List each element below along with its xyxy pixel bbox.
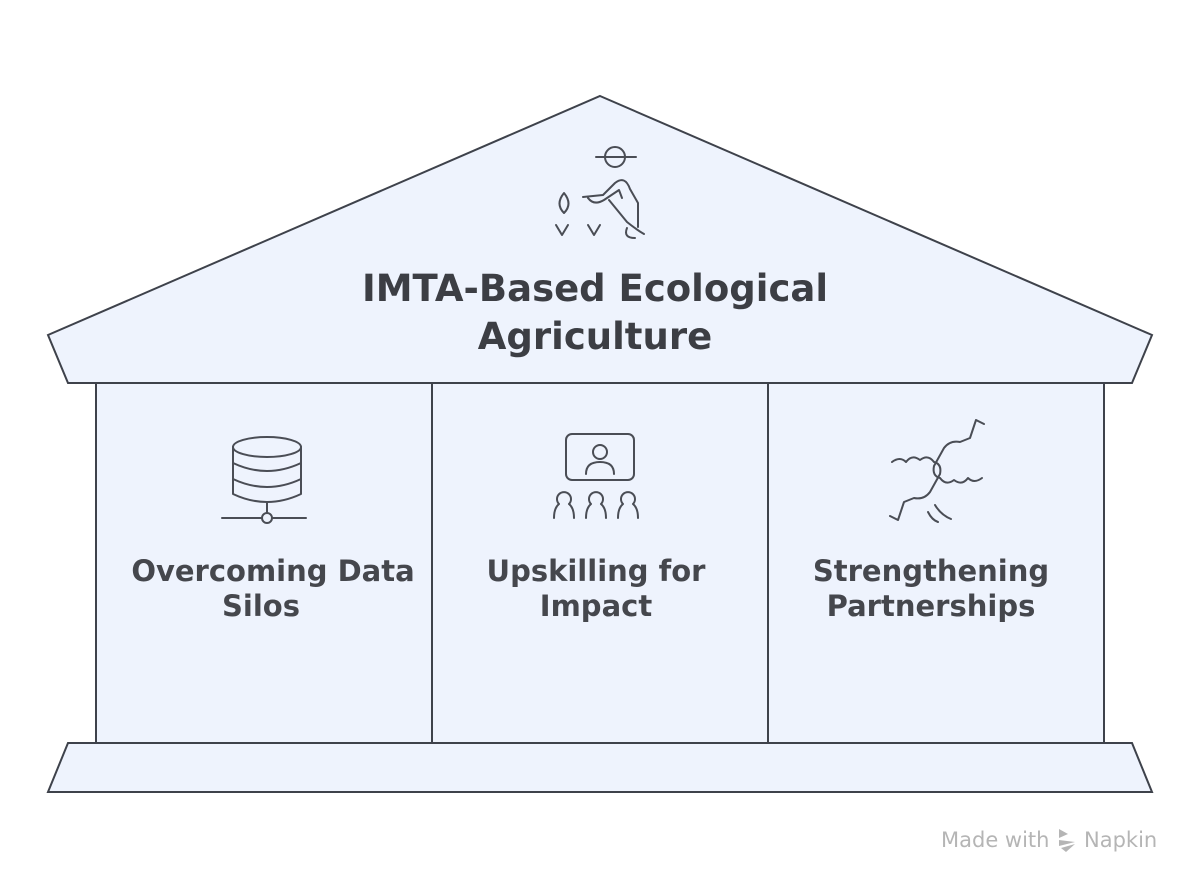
pillar-3-line-1: Strengthening <box>813 554 1049 588</box>
title-line-1: IMTA-Based Ecological <box>362 267 828 310</box>
pillar-3 <box>767 382 1105 744</box>
pillar-2-line-2: Impact <box>540 589 653 623</box>
presentation-audience-icon <box>553 433 639 519</box>
pillar-1 <box>95 382 433 744</box>
base <box>46 742 1154 793</box>
pillar-2-line-1: Upskilling for <box>487 554 707 588</box>
database-icon <box>221 436 307 524</box>
watermark-brand: Napkin <box>1084 828 1157 852</box>
title-line-2: Agriculture <box>478 315 712 358</box>
watermark: Made with Napkin <box>941 828 1157 852</box>
farmer-planting-icon <box>555 146 645 239</box>
pillar-1-line-1: Overcoming Data <box>131 554 414 588</box>
napkin-logo-icon <box>1059 829 1075 852</box>
pillar-2 <box>431 382 769 744</box>
pillar-1-line-2: Silos <box>222 589 300 623</box>
watermark-prefix: Made with <box>941 828 1049 852</box>
pillar-3-line-2: Partnerships <box>827 589 1036 623</box>
fist-bump-icon <box>889 419 985 523</box>
